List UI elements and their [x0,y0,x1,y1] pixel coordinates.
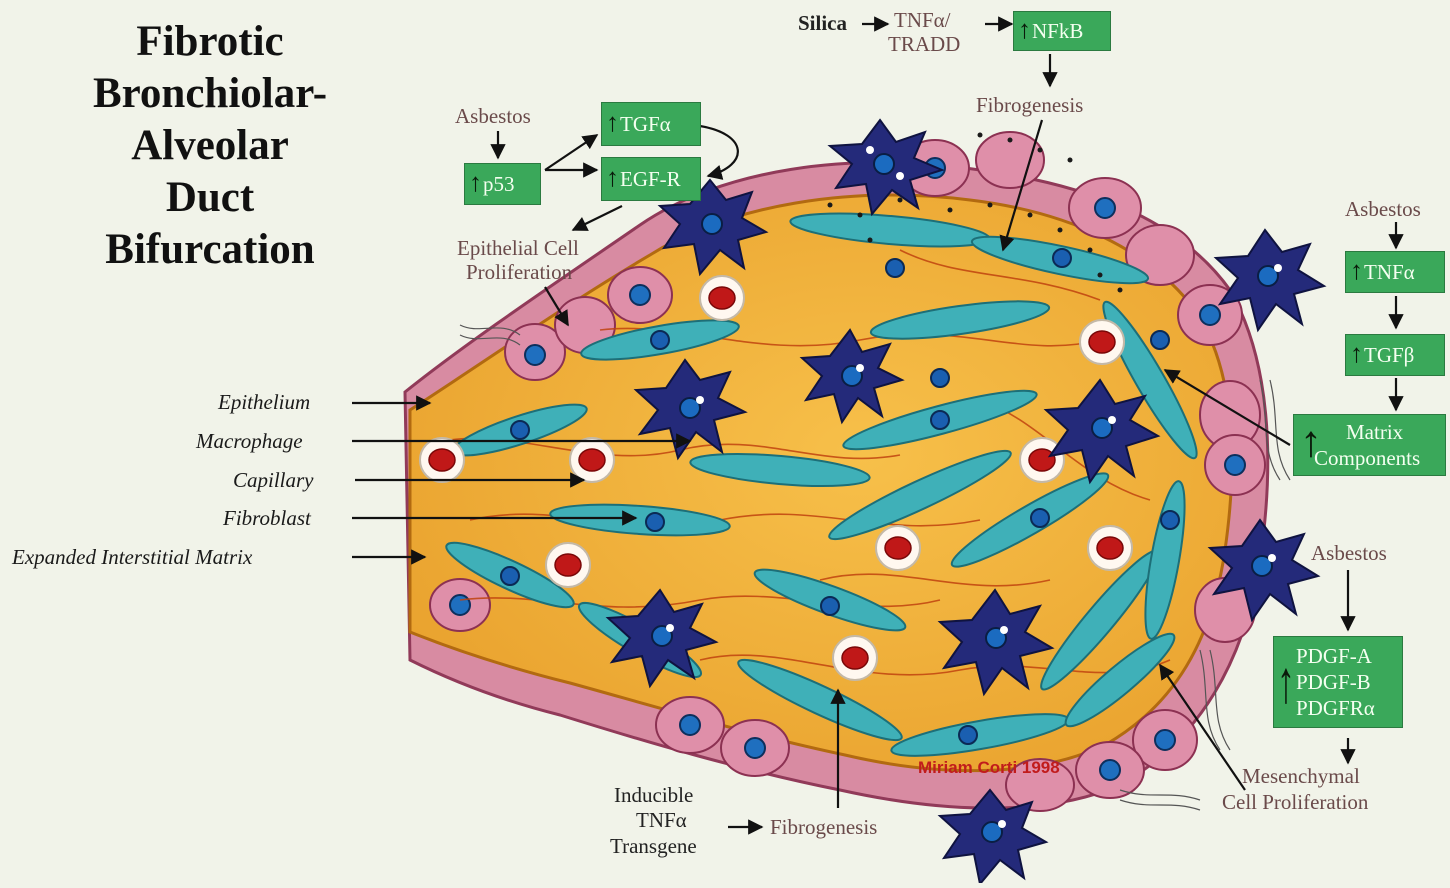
label-inducible-3: Transgene [610,834,697,858]
box-egfr: EGF-R [601,157,701,201]
egfr-text: EGF-R [620,167,681,191]
title-line-3: Alveolar [40,120,380,172]
label-capillary: Capillary [233,468,314,492]
label-mesenchymal-1: Mesenchymal [1242,764,1360,788]
title-line-4: Duct [40,172,380,224]
label-silica: Silica [798,11,847,35]
box-tnfa: TNFα [1345,251,1445,293]
label-epithelial-prolif-2: Proliferation [466,260,572,284]
nfkb-text: NFkB [1032,19,1083,43]
label-epithelium: Epithelium [218,390,310,414]
label-asbestos-right: Asbestos [1345,197,1421,221]
label-epithelial-prolif-1: Epithelial Cell [457,236,579,260]
matrix-text-1: Matrix [1346,420,1403,444]
box-tgfb: TGFβ [1345,334,1445,376]
label-tnf-tradd-1: TNFα/ [894,8,951,32]
box-nfkb: NFkB [1013,11,1111,51]
pdgfr-text: PDGFRα [1296,695,1375,721]
diagram-title: Fibrotic Bronchiolar- Alveolar Duct Bifu… [40,16,380,276]
label-inducible-2: TNFα [636,808,687,832]
title-line-5: Bifurcation [40,224,380,276]
title-line-1: Fibrotic [40,16,380,68]
tnfa-text: TNFα [1364,260,1415,284]
matrix-text-2: Components [1314,446,1420,470]
pdgf-a-text: PDGF-A [1296,643,1372,669]
tgfb-text: TGFβ [1364,343,1414,367]
label-inducible-1: Inducible [614,783,693,807]
box-matrix-components: ↑ Matrix Components [1293,414,1446,476]
label-asbestos-epithelial: Asbestos [455,104,531,128]
box-p53: p53 [464,163,541,205]
box-tgfa: TGFα [601,102,701,146]
label-tnf-tradd-2: TRADD [888,32,960,56]
label-fibroblast: Fibroblast [223,506,311,530]
artist-signature: Miriam Corti 1998 [918,758,1060,778]
pdgf-up-arrow: ↑ [1277,643,1295,721]
label-asbestos-pdgf: Asbestos [1311,541,1387,565]
label-macrophage: Macrophage [196,429,303,453]
label-fibrogenesis-bottom: Fibrogenesis [770,815,877,839]
box-pdgf: ↑ PDGF-A PDGF-B PDGFRα [1273,636,1403,728]
tgfa-text: TGFα [620,112,671,136]
pdgf-b-text: PDGF-B [1296,669,1371,695]
title-line-2: Bronchiolar- [40,68,380,120]
p53-text: p53 [483,172,515,196]
label-mesenchymal-2: Cell Proliferation [1222,790,1368,814]
label-expanded-matrix: Expanded Interstitial Matrix [12,545,252,569]
label-fibrogenesis-top: Fibrogenesis [976,93,1083,117]
